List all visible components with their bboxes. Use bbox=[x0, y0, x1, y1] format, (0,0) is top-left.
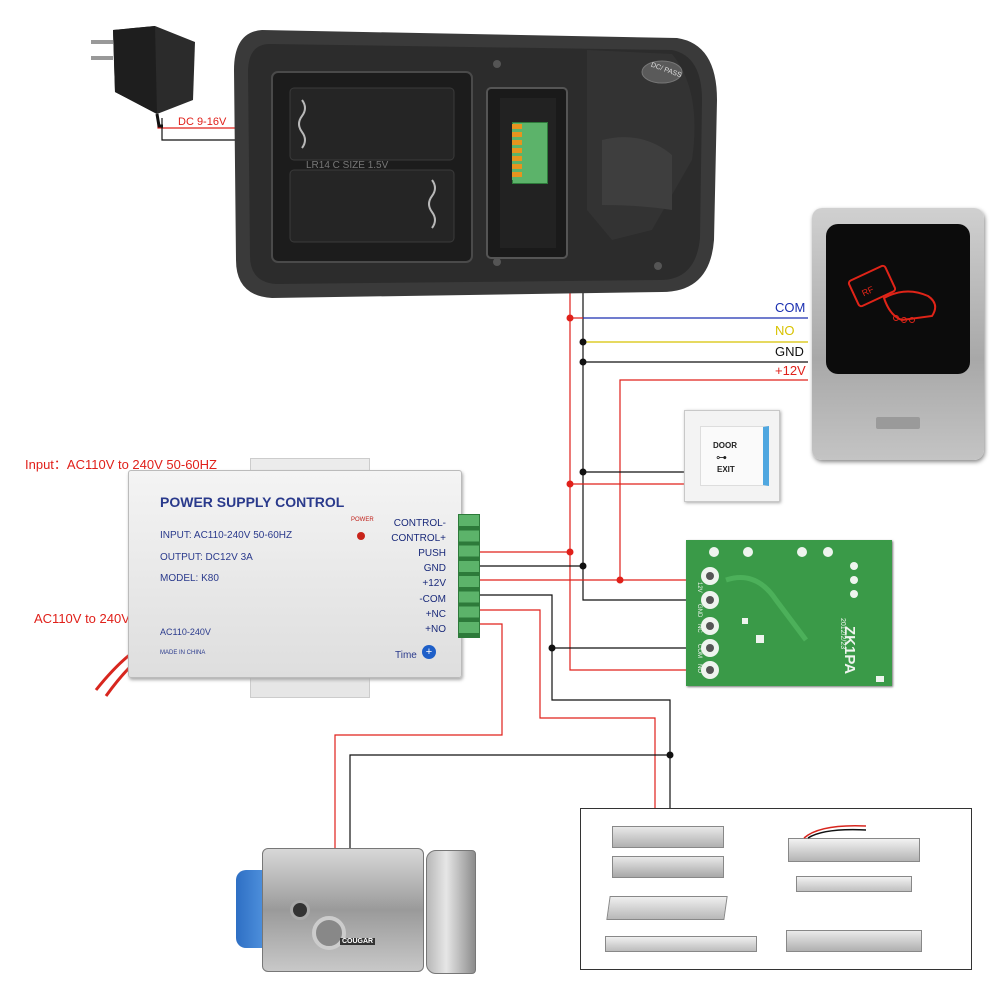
psu-time-label: Time bbox=[395, 650, 417, 661]
bolt-lock-plate bbox=[605, 936, 757, 952]
psu-com-to-rim-lock bbox=[349, 754, 670, 850]
relay-pin-com: COM bbox=[696, 644, 702, 658]
electric-strike-lock bbox=[786, 930, 922, 952]
relay-pin-nc: NC bbox=[696, 624, 702, 633]
psu-terminal-com: -COM bbox=[419, 594, 446, 605]
psu-terminal-push: PUSH bbox=[418, 548, 446, 559]
reader-12v-wire bbox=[619, 379, 808, 580]
psu-terminal-control-minus: CONTROL- bbox=[393, 518, 446, 529]
rim-lock-button bbox=[290, 900, 310, 920]
psu-nc-to-rim-lock bbox=[334, 623, 503, 850]
psu-terminal-nc: +NC bbox=[425, 609, 446, 620]
exit-button-exit-label: EXIT bbox=[717, 465, 735, 474]
psu-time-knob-icon: + bbox=[422, 645, 436, 659]
dc-input-label: DC 9-16V bbox=[178, 116, 227, 128]
psu-terminal-gnd: GND bbox=[423, 563, 446, 574]
bolt-lock-bracket bbox=[606, 896, 728, 920]
psu-com-to-locks bbox=[551, 648, 671, 808]
relay-board-traces bbox=[701, 547, 884, 682]
psu-model: MODEL: K80 bbox=[160, 573, 219, 584]
rim-lock-brand: COUGAR bbox=[340, 938, 376, 945]
psu-terminal-control-plus: CONTROL+ bbox=[391, 533, 446, 544]
magnetic-lock-armature bbox=[796, 876, 912, 892]
psu-input-spec: INPUT: AC110-240V 50-60HZ bbox=[160, 530, 293, 541]
psu-ac-label: AC110-240V bbox=[160, 627, 211, 637]
psu-input-note: Input：AC110V to 240V 50-60HZ bbox=[25, 457, 217, 472]
exit-key-icon: ⊶ bbox=[716, 452, 727, 464]
keypad-terminal-pins bbox=[512, 124, 522, 180]
junction-dots bbox=[548, 314, 674, 759]
reader-12v-label: +12V bbox=[775, 363, 806, 378]
psu-nc-to-locks bbox=[475, 609, 656, 808]
electric-rim-lock bbox=[262, 848, 424, 972]
psu-terminal-no: +NO bbox=[425, 624, 446, 635]
psu-terminal-12v: +12V bbox=[422, 578, 446, 589]
exit-button-door-label: DOOR bbox=[713, 441, 737, 450]
reader-com-label: COM bbox=[775, 300, 806, 315]
rfid-card-icon: RF bbox=[847, 264, 937, 323]
svg-text:RF: RF bbox=[860, 284, 876, 298]
bolt-lock-top bbox=[612, 826, 724, 848]
rfid-reader-slot bbox=[876, 417, 920, 429]
psu-ac-note: AC110V to 240V bbox=[34, 611, 130, 626]
relay-pin-no: NO bbox=[696, 664, 702, 673]
magnetic-lock bbox=[788, 838, 920, 862]
rfid-reader-face bbox=[826, 224, 970, 374]
psu-made-in: MADE IN CHINA bbox=[160, 650, 206, 656]
reader-no-label: NO bbox=[775, 323, 795, 338]
reader-gnd-label: GND bbox=[775, 344, 804, 359]
psu-output-spec: OUTPUT: DC12V 3A bbox=[160, 552, 253, 563]
psu-power-led bbox=[357, 532, 365, 540]
relay-pin-gnd: GND bbox=[696, 604, 702, 618]
psu-power-led-label: POWER bbox=[351, 517, 374, 523]
relay-pin-12v: 12V bbox=[696, 582, 702, 593]
psu-title: POWER SUPPLY CONTROL bbox=[160, 494, 345, 510]
bolt-lock-middle bbox=[612, 856, 724, 878]
magnetic-lock-wires bbox=[803, 825, 867, 839]
exit-button-face bbox=[700, 426, 769, 486]
battery-compartment-label: LR14 C SIZE 1.5V bbox=[306, 160, 389, 171]
rim-lock-strike bbox=[426, 850, 476, 974]
relay-board-zk1pa bbox=[686, 540, 892, 686]
power-supply-controller bbox=[128, 470, 462, 678]
psu-com-wire bbox=[475, 594, 690, 649]
psu-terminal-strip bbox=[458, 514, 480, 638]
dc-power-adapter-icon bbox=[91, 26, 195, 128]
relay-board-date: 2012/2/23 bbox=[839, 618, 846, 650]
